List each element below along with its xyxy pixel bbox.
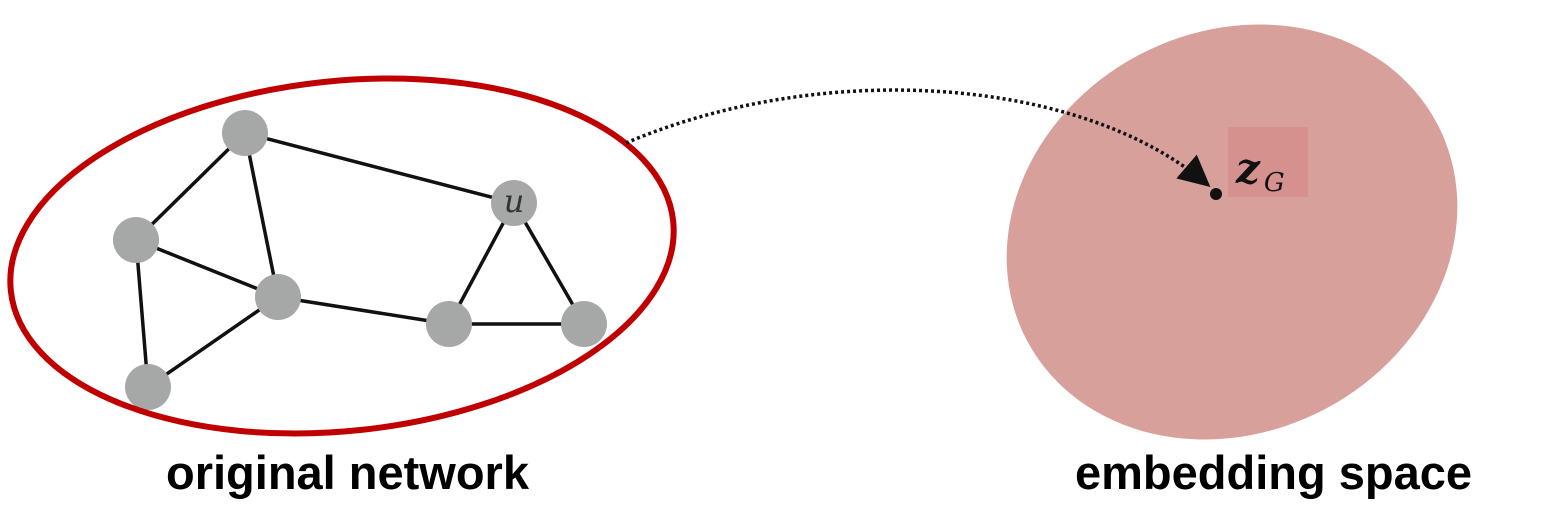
graph-edges <box>134 131 586 389</box>
edge <box>134 238 280 299</box>
embedding-label-main: z <box>1235 144 1261 193</box>
embedding-space-region <box>1006 24 1458 440</box>
mapping-arrow <box>625 88 1211 188</box>
edge <box>146 295 280 389</box>
embedding-label-subscript: G <box>1264 168 1285 198</box>
edge <box>134 131 247 242</box>
edge <box>243 131 280 299</box>
graph-highlight-ellipse <box>7 75 677 437</box>
edge <box>276 295 451 326</box>
edge <box>512 201 586 326</box>
graph-node <box>113 217 159 263</box>
graph-node <box>561 301 607 347</box>
graph-node <box>426 301 472 347</box>
edge <box>243 131 516 205</box>
embedding-space-caption: embedding space <box>1075 446 1472 499</box>
graph-node-u <box>491 180 537 226</box>
edge <box>134 238 150 389</box>
embedding-point-label: z G <box>1235 144 1285 198</box>
graph-nodes <box>113 110 607 410</box>
node-label-u: u <box>504 182 525 220</box>
graph-node <box>222 110 268 156</box>
graph-node <box>125 364 171 410</box>
embedding-point <box>1210 188 1222 200</box>
original-network-caption: original network <box>166 446 529 499</box>
embedding-label-box <box>1228 127 1308 197</box>
graph-node <box>255 274 301 320</box>
